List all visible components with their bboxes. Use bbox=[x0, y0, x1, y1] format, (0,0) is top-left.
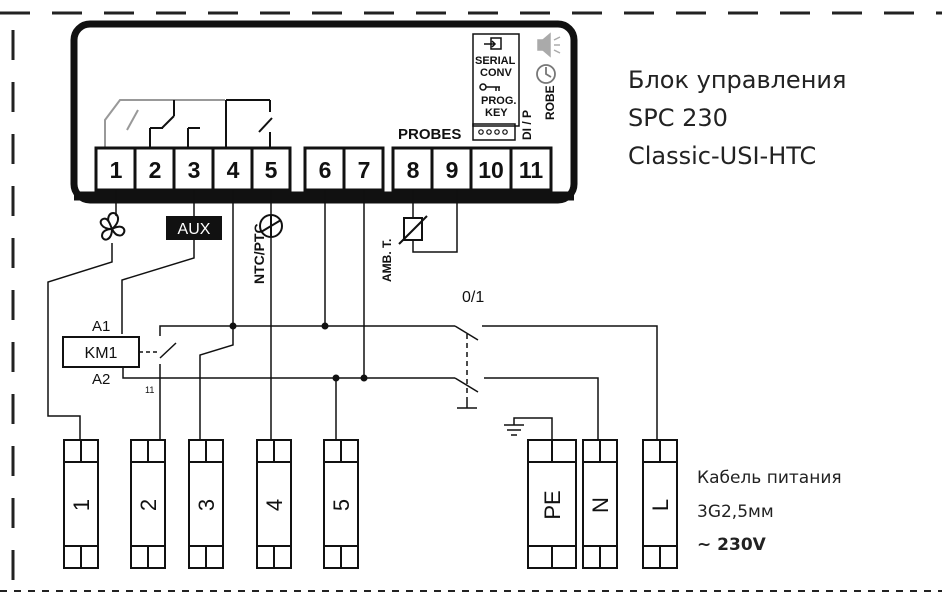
a2-label: A2 bbox=[92, 371, 110, 388]
robe-label: ROBE bbox=[543, 85, 557, 120]
terminal-block-label: 2 bbox=[136, 499, 161, 511]
switch-label: 0/1 bbox=[462, 289, 484, 306]
terminal-block-label: L bbox=[648, 499, 673, 511]
terminal-block-l bbox=[642, 439, 678, 569]
terminal-block-4 bbox=[256, 439, 292, 569]
terminal-number: 7 bbox=[358, 157, 371, 183]
terminal-number: 10 bbox=[478, 157, 504, 183]
terminal-block-n bbox=[582, 439, 618, 569]
terminal-number: 11 bbox=[519, 157, 544, 183]
terminal-block-label: N bbox=[588, 497, 613, 513]
terminal-group-6-7 bbox=[303, 146, 385, 192]
km1-contact bbox=[139, 342, 177, 359]
terminal-block-pe bbox=[527, 439, 577, 569]
controller-title-line1: Блок управления bbox=[628, 66, 847, 94]
km1-label: KM1 bbox=[85, 345, 118, 362]
terminal-block-2 bbox=[130, 439, 166, 569]
terminal-block-label: PE bbox=[540, 490, 565, 519]
dip-label: DI / P bbox=[520, 110, 534, 140]
serial-conv-label: CONV bbox=[480, 67, 512, 79]
junction-dots bbox=[229, 322, 368, 382]
relay-contacts bbox=[104, 99, 273, 150]
cable-label-line1: Кабель питания bbox=[697, 468, 842, 488]
terminal-number: 3 bbox=[188, 157, 201, 183]
terminal-number: 6 bbox=[319, 157, 332, 183]
terminal-number: 2 bbox=[149, 157, 162, 183]
terminal-number: 8 bbox=[407, 157, 420, 183]
terminal-block-1 bbox=[63, 439, 99, 569]
terminal-group-8-11 bbox=[391, 146, 553, 192]
terminal-number: 4 bbox=[227, 157, 240, 183]
terminal-number: 5 bbox=[265, 157, 278, 183]
key-icon bbox=[479, 83, 500, 91]
ntc-probe-icon bbox=[259, 214, 283, 238]
terminal-block-label: 4 bbox=[262, 499, 287, 511]
controller-title-line2: SPC 230 bbox=[628, 104, 728, 132]
cable-label-line2: 3G2,5мм bbox=[697, 502, 774, 522]
serial-icon bbox=[484, 37, 502, 50]
terminal-number: 1 bbox=[110, 157, 123, 183]
terminal-block-label: 3 bbox=[194, 499, 219, 511]
serial-label: SERIAL bbox=[475, 55, 516, 67]
wires bbox=[47, 190, 658, 440]
a1-label: A1 bbox=[92, 318, 110, 335]
enclosure-border bbox=[0, 11, 942, 593]
terminal-block-label: 5 bbox=[329, 499, 354, 511]
terminal-block-5 bbox=[323, 439, 359, 569]
amb-label: AMB. T. bbox=[380, 239, 394, 282]
aux-label: AUX bbox=[178, 221, 211, 238]
clock-icon bbox=[536, 64, 556, 84]
prog-key-label: KEY bbox=[485, 107, 508, 119]
probes-connector bbox=[472, 123, 516, 141]
probes-connector-pins bbox=[478, 129, 508, 135]
amb-probe-icon bbox=[398, 215, 428, 245]
cable-label-line3: ~ 230V bbox=[697, 535, 766, 555]
terminal-block-3 bbox=[188, 439, 224, 569]
controller-title-line3: Classic-USI-HTC bbox=[628, 142, 817, 170]
buzzer-icon bbox=[537, 32, 561, 58]
contact-11-label: 11 bbox=[145, 385, 154, 395]
terminal-number: 9 bbox=[446, 157, 459, 183]
terminal-block-label: 1 bbox=[69, 499, 94, 511]
prog-label: PROG. bbox=[481, 95, 516, 107]
terminal-group-1-5 bbox=[94, 146, 292, 192]
aux-box bbox=[166, 216, 222, 240]
serial-prog-frame bbox=[472, 33, 520, 127]
ntc-label: NTC/PTC bbox=[251, 223, 267, 284]
fan-icon bbox=[99, 212, 126, 241]
probes-label: PROBES bbox=[398, 126, 461, 143]
